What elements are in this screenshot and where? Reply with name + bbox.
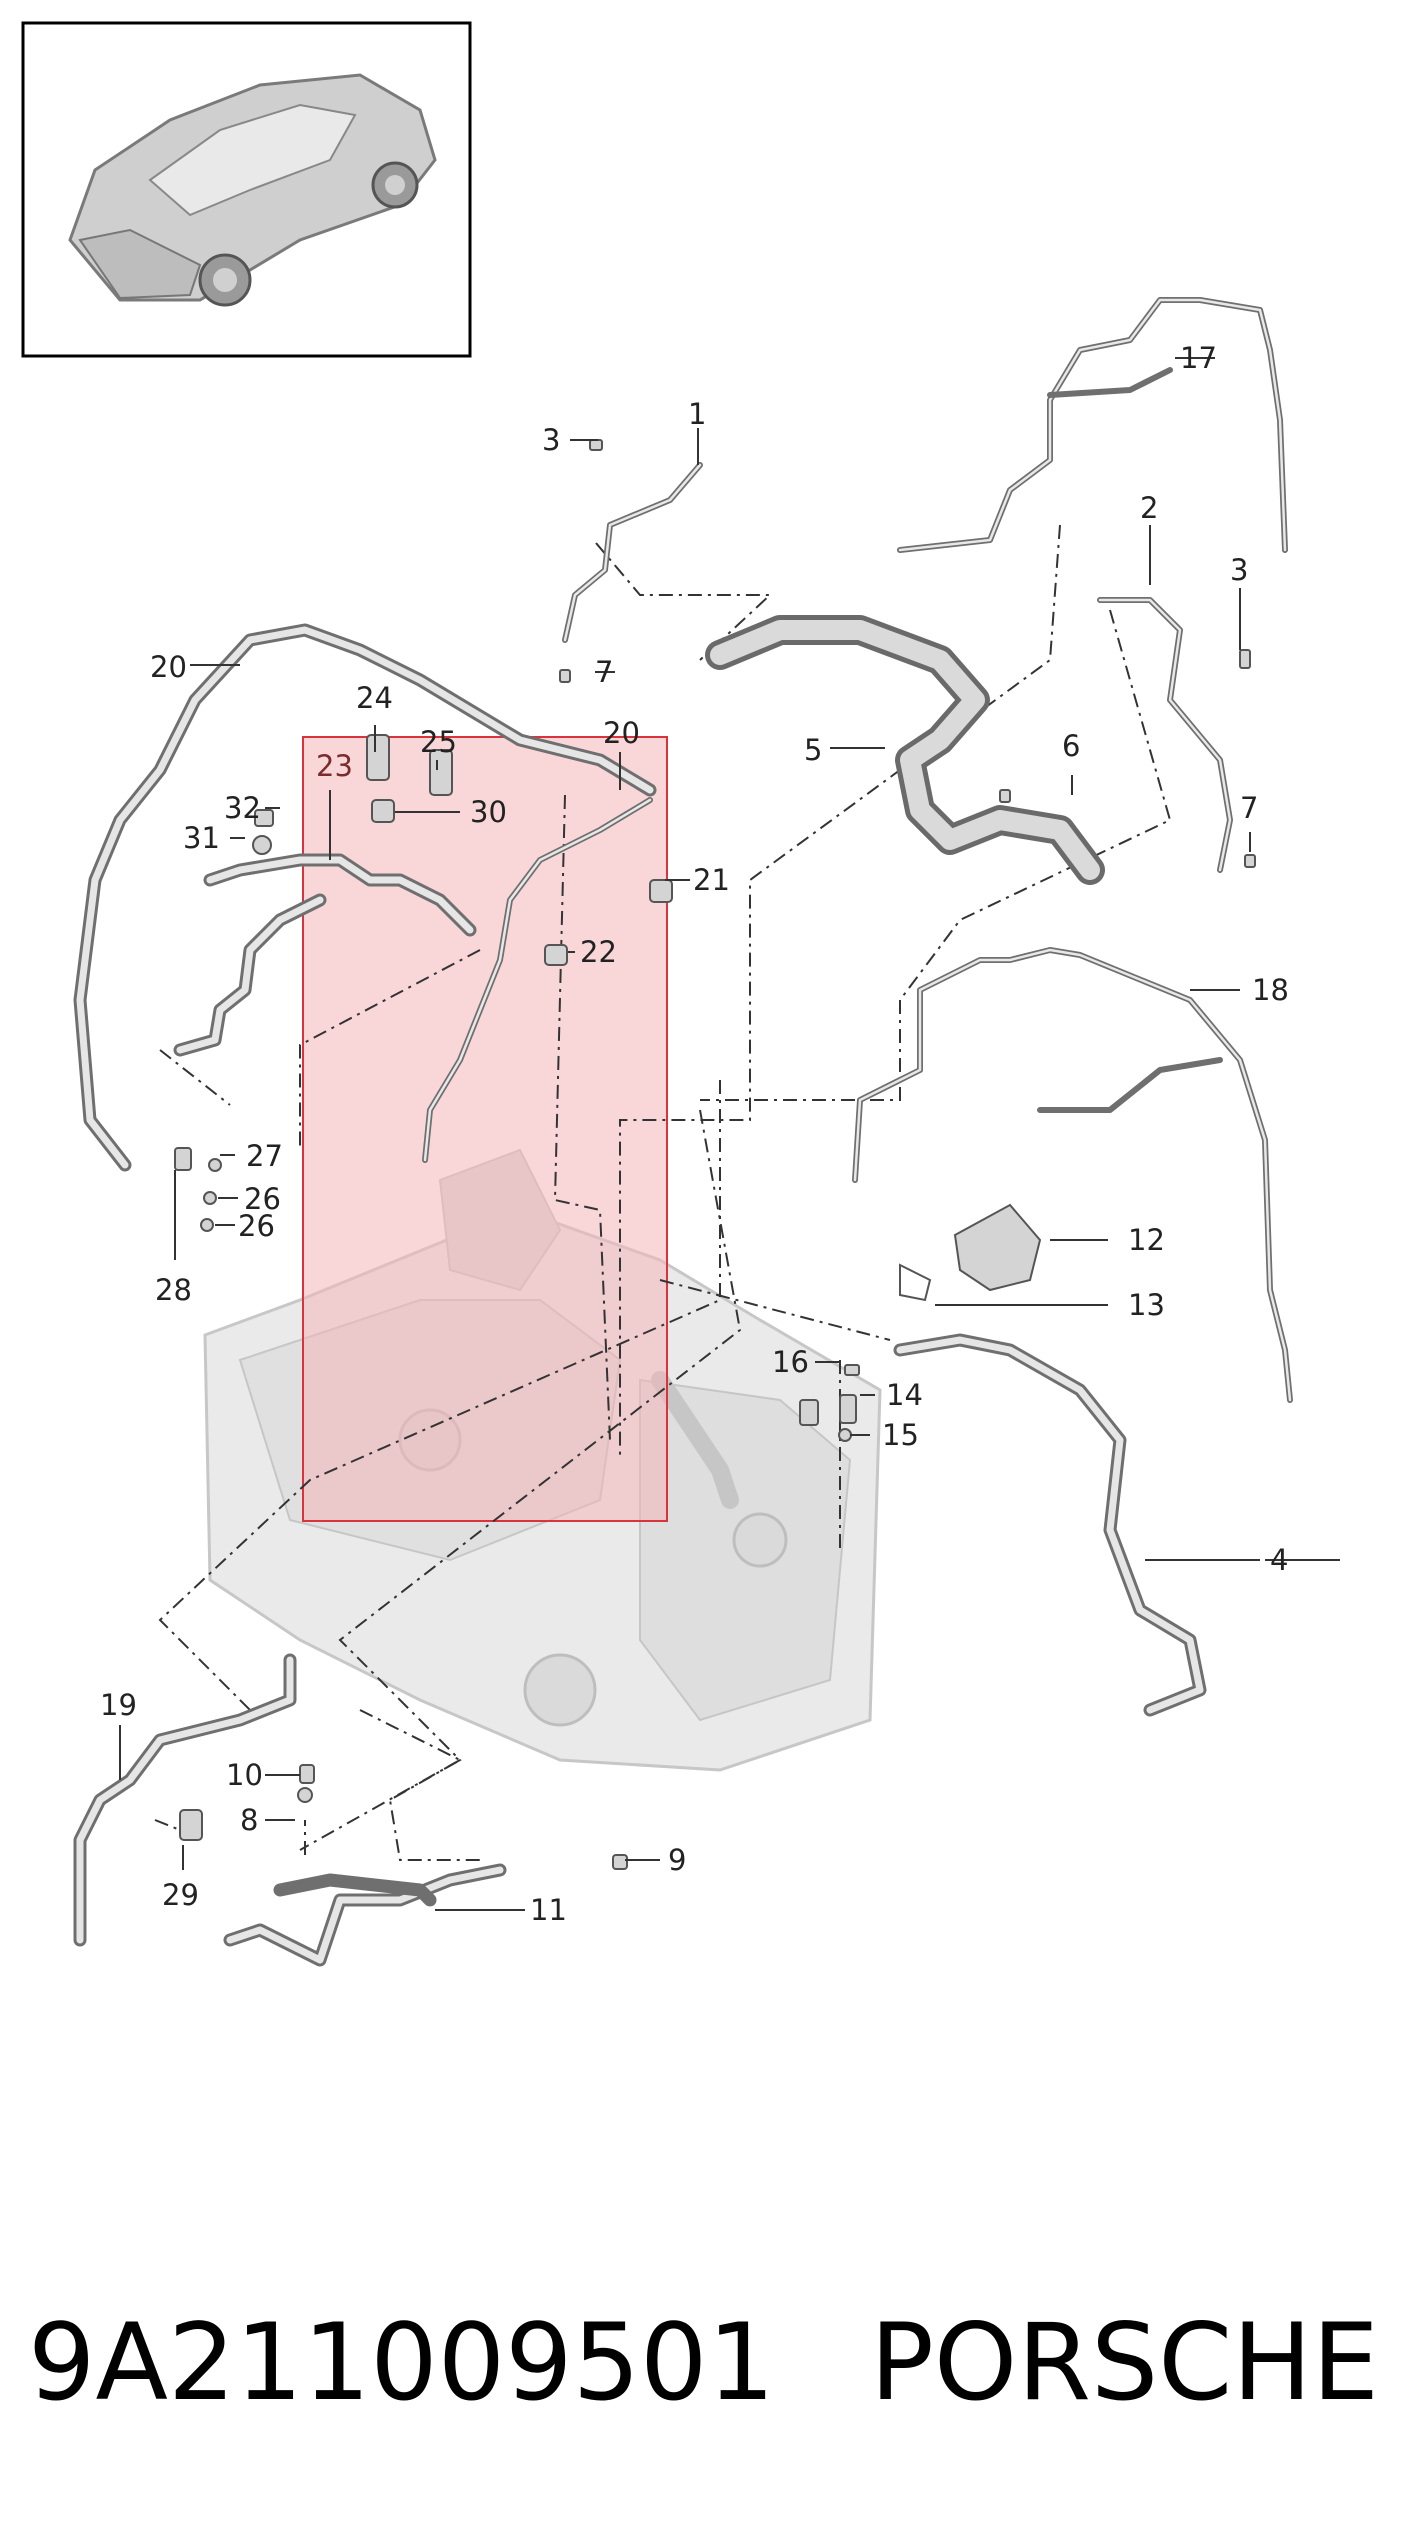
callout-32: 32 <box>224 791 261 825</box>
callout-8: 8 <box>240 1803 258 1837</box>
callout-3: 3 <box>542 423 560 457</box>
callout-19: 19 <box>100 1688 137 1722</box>
callout-22: 22 <box>580 935 617 969</box>
small-parts <box>174 439 1256 1870</box>
callout-29: 29 <box>162 1878 199 1912</box>
part-number: 9A211009501 <box>28 2301 775 2424</box>
callout-1: 1 <box>688 397 706 431</box>
callout-18: 18 <box>1252 973 1289 1007</box>
callout-24: 24 <box>356 681 393 715</box>
callout-11: 11 <box>530 1893 567 1927</box>
brand-name: PORSCHE <box>870 2301 1379 2424</box>
callout-20: 20 <box>150 650 187 684</box>
callout-25: 25 <box>420 725 457 759</box>
callout-3: 3 <box>1230 553 1248 587</box>
callout-16: 16 <box>772 1345 809 1379</box>
callout-20: 20 <box>603 716 640 750</box>
leader-lines <box>119 357 1340 1911</box>
callout-17: 17 <box>1180 341 1217 375</box>
callout-21: 21 <box>693 863 730 897</box>
callout-10: 10 <box>226 1758 263 1792</box>
assembly-lines <box>154 524 1172 1861</box>
callout-14: 14 <box>886 1378 923 1412</box>
callout-9: 9 <box>668 1843 686 1877</box>
callout-5: 5 <box>804 733 822 767</box>
callout-7: 7 <box>595 655 613 689</box>
hoses <box>73 297 1293 1967</box>
highlighted-region <box>302 736 668 1522</box>
callout-numbers: 1 3 7 17 2 3 5 6 7 20 20 24 25 23 30 32 … <box>100 341 1289 1927</box>
callout-4: 4 <box>1270 1543 1288 1577</box>
callout-13: 13 <box>1128 1288 1165 1322</box>
callout-30: 30 <box>470 795 507 829</box>
callout-26: 26 <box>244 1182 281 1216</box>
vehicle-thumbnail <box>21 21 472 358</box>
callout-6: 6 <box>1062 729 1080 763</box>
callout-27: 27 <box>246 1139 283 1173</box>
callout-2: 2 <box>1140 491 1158 525</box>
callout-15: 15 <box>882 1418 919 1452</box>
callout-12: 12 <box>1128 1223 1165 1257</box>
callout-26: 26 <box>238 1209 275 1243</box>
callout-28: 28 <box>155 1273 192 1307</box>
callout-23: 23 <box>316 749 353 783</box>
callout-31: 31 <box>183 821 220 855</box>
callout-7: 7 <box>1240 791 1258 825</box>
